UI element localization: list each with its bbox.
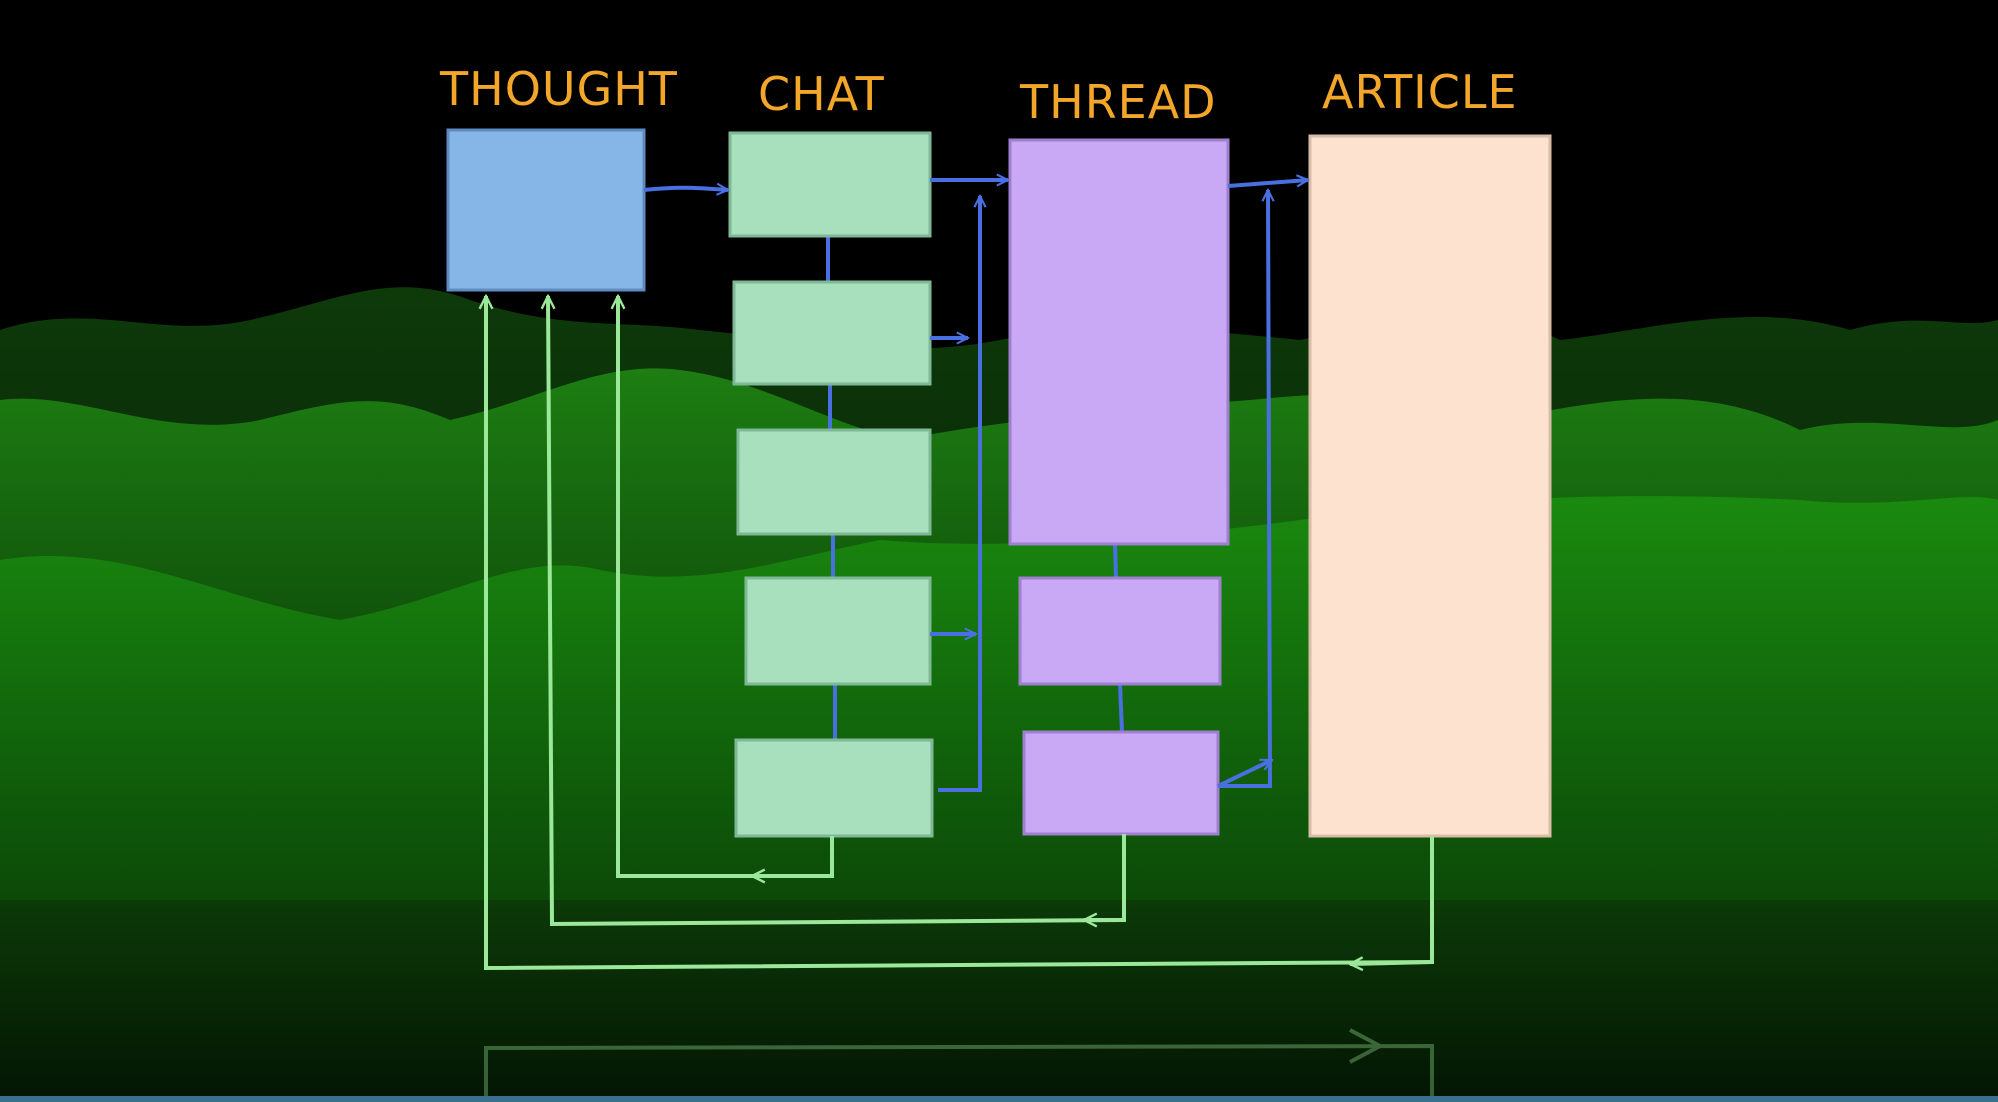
column-label-chat: CHAT — [758, 67, 885, 121]
floor-reflection — [484, 1028, 1434, 1100]
arrow-thread-to-bus — [1217, 758, 1272, 788]
chat-bus-line — [938, 196, 980, 792]
thought-column — [446, 128, 646, 292]
chat-box — [744, 576, 932, 686]
column-links — [826, 236, 1124, 740]
article-column — [1308, 134, 1552, 838]
thread-box — [1018, 576, 1222, 686]
forward-arrows — [643, 180, 1308, 792]
arrow-thought-to-chat — [643, 188, 728, 190]
column-label-article: ARTICLE — [1322, 65, 1518, 119]
column-label-thread: THREAD — [1019, 75, 1217, 129]
bottom-edge — [0, 1096, 1998, 1102]
chat-box — [728, 131, 932, 238]
chat-box — [736, 428, 932, 536]
thread-bus-line — [1218, 190, 1270, 788]
feedback-chat-to-thought — [618, 296, 834, 878]
thought-box — [446, 128, 646, 292]
arrow-thread-to-article — [1227, 180, 1308, 188]
column-label-thought: THOUGHT — [439, 62, 678, 116]
chat-column — [728, 131, 934, 838]
feedback-thread-to-thought — [548, 296, 1126, 927]
hills-background — [0, 287, 1998, 1102]
chat-box — [732, 280, 932, 386]
feedback-article-to-thought — [486, 296, 1434, 971]
thread-column — [1008, 138, 1230, 836]
feedback-arrows — [486, 296, 1434, 971]
column-labels: THOUGHT CHAT THREAD ARTICLE — [439, 62, 1518, 129]
chat-box — [734, 738, 934, 838]
thread-box — [1008, 138, 1230, 546]
thread-box — [1022, 730, 1220, 836]
article-box — [1308, 134, 1552, 838]
feedback-article-marker — [1350, 962, 1433, 964]
